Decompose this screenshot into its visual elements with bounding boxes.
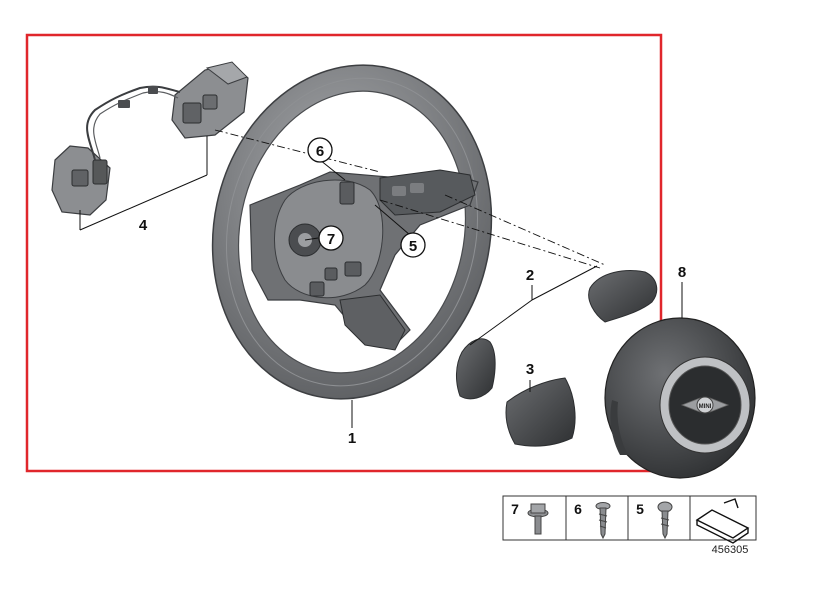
callout-label-1: 1 [348,430,356,447]
assembly-frame [25,33,663,473]
legend-item-6: 6 [574,501,611,540]
callout-label-3: 3 [526,361,534,378]
callout-label-8: 8 [678,264,686,281]
callout-7: 7 [318,225,344,251]
svg-text:MINI: MINI [699,404,712,410]
callout-3: 3 [526,361,534,378]
callout-1: 1 [348,430,356,447]
callout-label-2: 2 [526,267,534,284]
callout-label-4: 4 [139,217,148,234]
bolt-icon [527,503,549,535]
callout-2: 2 [526,267,534,284]
callout-8: 8 [678,264,686,281]
callout-label-7: 7 [327,231,335,248]
diagram-symbol-icon [695,498,750,544]
callout-6: 6 [307,137,333,163]
trim-cover-upper [588,270,658,323]
screw-icon [657,501,673,540]
screw-icon [595,502,611,540]
trim-cover-lower [456,338,496,400]
legend-label-7: 7 [511,501,519,517]
callout-label-5: 5 [409,238,417,255]
trim-cover-bottom [505,377,576,447]
steering-wheel [211,64,493,400]
legend-item-5: 5 [636,501,673,540]
callout-label-6: 6 [316,143,324,160]
leader-lines [79,136,683,428]
callout-4: 4 [139,217,148,234]
callout-5: 5 [400,232,426,258]
multifunction-switch-harness [51,61,249,216]
legend-label-5: 5 [636,501,644,517]
legend-label-6: 6 [574,501,582,517]
fastener-legend: 7 6 5 [502,495,757,544]
legend-item-7: 7 [511,501,549,535]
dash-dot-lines [214,129,606,269]
airbag-module: MINI [604,317,756,479]
reference-number: 456305 [712,544,749,556]
